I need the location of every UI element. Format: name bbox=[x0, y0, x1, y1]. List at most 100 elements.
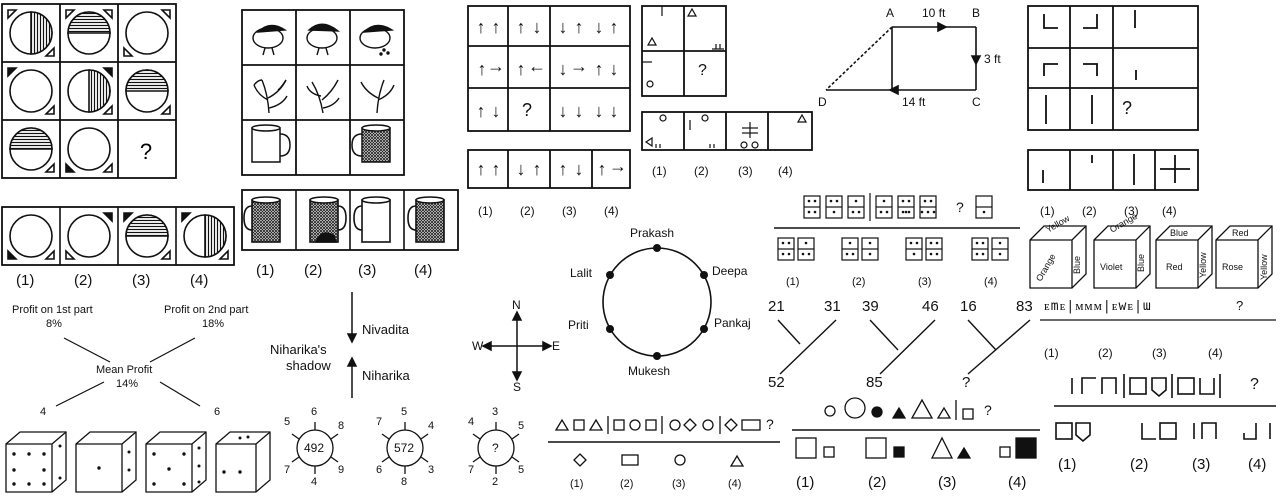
svg-text:↑: ↑ bbox=[595, 59, 604, 79]
seat-dots bbox=[606, 244, 708, 360]
wheel-1-spoke-bl: 7 bbox=[284, 464, 291, 476]
cd-distance-label: 14 ft bbox=[902, 95, 926, 109]
puzzle-3-grid bbox=[467, 5, 631, 189]
puzzle-1-cells bbox=[7, 9, 171, 173]
puzzle-7-option-2[interactable]: (2) bbox=[852, 276, 866, 288]
puzzle-1-option-3[interactable]: (3) bbox=[132, 272, 151, 289]
svg-text:↓: ↓ bbox=[559, 101, 568, 121]
svg-text:↓: ↓ bbox=[575, 159, 584, 179]
profit-lines bbox=[55, 337, 201, 407]
puzzle-2-option-1[interactable]: (1) bbox=[256, 262, 275, 279]
mean-profit-label: Mean Profit bbox=[96, 364, 153, 376]
puzzle-18-question-mark: ? bbox=[1250, 376, 1259, 393]
puzzle-9-option-1[interactable]: (1) bbox=[1044, 346, 1059, 360]
puzzle-2-option-3[interactable]: (3) bbox=[358, 262, 377, 279]
puzzle-7-option-4[interactable]: (4) bbox=[984, 276, 998, 288]
puzzle-3-option-3[interactable]: (3) bbox=[562, 204, 577, 218]
puzzle-7-dominoes bbox=[774, 193, 1020, 261]
puzzle-2-option-2[interactable]: (2) bbox=[304, 262, 323, 279]
puzzle-7-option-3[interactable]: (3) bbox=[918, 276, 932, 288]
point-d-label: D bbox=[818, 95, 827, 109]
puzzle-16-shapes bbox=[548, 416, 780, 467]
puzzle-1-option-2[interactable]: (2) bbox=[74, 272, 93, 289]
puzzle-6-option-2[interactable]: (2) bbox=[1082, 204, 1097, 218]
cube-4-right: Yellow bbox=[1259, 254, 1269, 280]
puzzle-3-option-4[interactable]: (4) bbox=[604, 204, 619, 218]
puzzle-4-option-1[interactable]: (1) bbox=[652, 164, 667, 178]
number-fork-lines bbox=[777, 319, 1031, 375]
puzzle-4-option-2[interactable]: (2) bbox=[694, 164, 709, 178]
svg-text:↓: ↓ bbox=[575, 101, 584, 121]
cube-3-right: Yellow bbox=[1198, 252, 1208, 278]
wheel-1-spoke-br: 9 bbox=[338, 464, 345, 476]
puzzle-16-option-3[interactable]: (3) bbox=[672, 478, 686, 490]
svg-text:↓: ↓ bbox=[492, 101, 501, 121]
puzzle-6-question-mark: ? bbox=[1122, 98, 1133, 118]
puzzle-9-option-2[interactable]: (2) bbox=[1098, 346, 1113, 360]
svg-text:↑: ↑ bbox=[492, 159, 501, 179]
point-a-label: A bbox=[886, 6, 895, 20]
puzzle-9-option-4[interactable]: (4) bbox=[1208, 346, 1223, 360]
wheel-2-spoke-tr: 4 bbox=[428, 420, 435, 432]
point-b-label: B bbox=[972, 6, 981, 20]
cube-4-top: Red bbox=[1232, 228, 1249, 238]
puzzle-1-option-4[interactable]: (4) bbox=[190, 272, 209, 289]
puzzle-7-question-mark: ? bbox=[956, 199, 964, 215]
svg-text:↓: ↓ bbox=[610, 59, 619, 79]
puzzle-7-dots bbox=[781, 199, 1002, 256]
puzzle-9-option-3[interactable]: (3) bbox=[1152, 346, 1167, 360]
wheel-2-spoke-top: 5 bbox=[401, 406, 408, 418]
plant-icons bbox=[253, 79, 395, 114]
cube-icons bbox=[1029, 225, 1273, 289]
arrow-icons: ↑↑ ↑↓ ↓↑ ↓↑ ↑→ ↑← ↓→ ↑↓ ↑↓ ↓↓ ↓↓ ↑↑ ↓↑ ↑… bbox=[477, 17, 628, 179]
puzzle-17-question-mark: ? bbox=[984, 402, 992, 418]
svg-text:↓: ↓ bbox=[559, 17, 568, 37]
puzzle-4-option-4[interactable]: (4) bbox=[778, 164, 793, 178]
puzzle-18-option-2[interactable]: (2) bbox=[1130, 456, 1149, 473]
svg-text:↓: ↓ bbox=[533, 17, 542, 37]
seat-priti: Priti bbox=[568, 318, 589, 332]
profit-second-part-value: 18% bbox=[202, 318, 225, 330]
puzzle-2-option-4[interactable]: (4) bbox=[414, 262, 433, 279]
dice-icons bbox=[5, 431, 271, 493]
niharika-arrows bbox=[346, 292, 358, 398]
puzzle-18-option-4[interactable]: (4) bbox=[1248, 456, 1267, 473]
wheel-1-spoke-bottom: 4 bbox=[311, 476, 318, 488]
fork-1-right: 31 bbox=[824, 298, 841, 315]
puzzle-17-option-4[interactable]: (4) bbox=[1008, 474, 1027, 491]
svg-text:↑: ↑ bbox=[533, 159, 542, 179]
puzzle-6-option-3[interactable]: (3) bbox=[1124, 204, 1139, 218]
puzzle-3-option-1[interactable]: (1) bbox=[478, 204, 493, 218]
puzzle-16-option-4[interactable]: (4) bbox=[728, 478, 742, 490]
puzzle-17-option-2[interactable]: (2) bbox=[868, 474, 887, 491]
puzzle-16-option-2[interactable]: (2) bbox=[620, 478, 634, 490]
puzzle-2-grid bbox=[241, 9, 405, 176]
svg-text:↓: ↓ bbox=[559, 59, 568, 79]
puzzle-18-option-3[interactable]: (3) bbox=[1192, 456, 1211, 473]
fork-2-bottom: 85 bbox=[866, 374, 883, 391]
fork-2-left: 39 bbox=[862, 298, 879, 315]
svg-text:→: → bbox=[570, 56, 588, 76]
puzzle-7-option-1[interactable]: (1) bbox=[786, 276, 800, 288]
compass-north: N bbox=[512, 298, 521, 312]
svg-text:↑: ↑ bbox=[517, 59, 526, 79]
wheel-1-spoke-tr: 8 bbox=[338, 420, 345, 432]
svg-text:↓: ↓ bbox=[595, 17, 604, 37]
compass-east: E bbox=[552, 339, 561, 353]
puzzle-4-option-3[interactable]: (3) bbox=[738, 164, 753, 178]
dice-dots bbox=[12, 435, 250, 486]
puzzle-3-option-2[interactable]: (2) bbox=[520, 204, 535, 218]
puzzle-16-option-1[interactable]: (1) bbox=[570, 478, 584, 490]
wheel-2-spoke-bl: 6 bbox=[376, 464, 383, 476]
puzzle-18-option-1[interactable]: (1) bbox=[1058, 456, 1077, 473]
puzzle-17-option-1[interactable]: (1) bbox=[796, 474, 815, 491]
puzzle-1-question-mark: ? bbox=[140, 139, 152, 164]
puzzle-9-question-mark: ? bbox=[1236, 298, 1244, 313]
puzzle-6-option-1[interactable]: (1) bbox=[1040, 204, 1055, 218]
niharika-shadow-label-2: shadow bbox=[286, 358, 331, 373]
puzzle-1-option-1[interactable]: (1) bbox=[16, 272, 35, 289]
puzzle-6-option-4[interactable]: (4) bbox=[1162, 204, 1177, 218]
svg-text:→: → bbox=[609, 156, 627, 176]
svg-text:↓: ↓ bbox=[517, 159, 526, 179]
puzzle-17-option-3[interactable]: (3) bbox=[938, 474, 957, 491]
